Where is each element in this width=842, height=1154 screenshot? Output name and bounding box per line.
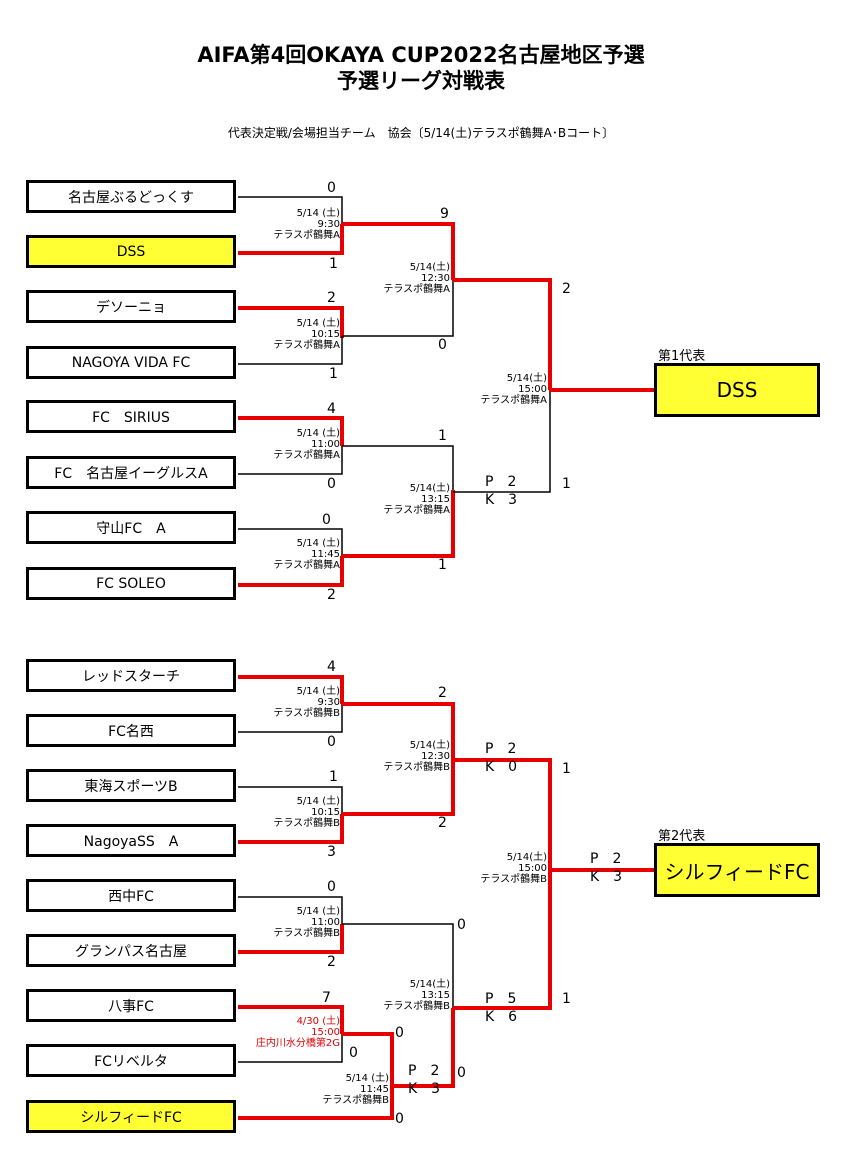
score: 0	[349, 1045, 358, 1061]
pk-score: P 2	[485, 741, 517, 757]
score: 2	[438, 685, 447, 701]
team-name: FC 名古屋イーグルスA	[54, 465, 208, 482]
team-box: FC SIRIUS	[26, 400, 236, 433]
page-subtitle-heading: 予選リーグ対戦表	[337, 69, 505, 93]
team-box: 西中FC	[26, 879, 236, 912]
page-title: AIFA第4回OKAYA CUP2022名古屋地区予選	[197, 43, 645, 67]
team-name: FCリベルタ	[94, 1053, 168, 1070]
venue-note: 代表決定戦/会場担当チーム 協会〔5/14(土)テラスポ鶴舞A･Bコート〕	[227, 126, 615, 140]
team-name: レッドスターチ	[82, 668, 180, 685]
team-box: FC SOLEO	[26, 567, 236, 600]
representative-label: 第1代表	[658, 349, 706, 364]
score: 4	[327, 401, 336, 417]
representative-label: 第2代表	[658, 829, 706, 844]
pk-score: P 5	[485, 991, 517, 1007]
team-name: 東海スポーツB	[84, 778, 178, 795]
team-name: NagoyaSS A	[83, 833, 179, 850]
score: 0	[327, 734, 336, 750]
representative-box: シルフィードFC	[654, 843, 820, 897]
score: 4	[327, 659, 336, 675]
pk-score: K 3	[408, 1081, 441, 1097]
team-box: デソーニョ	[26, 290, 236, 323]
team-box: 八事FC	[26, 989, 236, 1022]
team-name: FC名西	[108, 723, 154, 740]
team-name: シルフィードFC	[80, 1109, 182, 1126]
score: 0	[395, 1025, 404, 1041]
team-box: FC 名古屋イーグルスA	[26, 456, 236, 489]
representative-box: DSS	[654, 363, 820, 417]
pk-score: K 0	[485, 759, 518, 775]
score: 1	[562, 991, 571, 1007]
pk-score: P 2	[485, 474, 517, 490]
team-name: 守山FC A	[96, 520, 166, 537]
team-box: 名古屋ぶるどっくす	[26, 180, 236, 213]
score: 3	[327, 844, 336, 860]
team-name: グランパス名古屋	[75, 943, 187, 960]
team-name: 西中FC	[108, 888, 154, 905]
score: 2	[327, 954, 336, 970]
score: 0	[438, 337, 447, 353]
team-name: デソーニョ	[96, 299, 166, 316]
team-box: FC名西	[26, 714, 236, 747]
score: 9	[440, 206, 449, 222]
pk-score: P 2	[590, 851, 622, 867]
score: 7	[322, 990, 331, 1006]
pk-score: K 3	[590, 869, 623, 885]
score: 1	[562, 476, 571, 492]
team-name: DSS	[116, 243, 146, 260]
pk-score: P 2	[408, 1063, 440, 1079]
score: 2	[327, 290, 336, 306]
team-name: NAGOYA VIDA FC	[71, 354, 191, 371]
representative-team: シルフィードFC	[664, 859, 810, 884]
score: 1	[329, 256, 338, 272]
team-box: NAGOYA VIDA FC	[26, 346, 236, 379]
score: 1	[438, 557, 447, 573]
score: 0	[322, 512, 331, 528]
pk-score: K 6	[485, 1009, 518, 1025]
team-box-winner: DSS	[26, 235, 236, 268]
score: 1	[438, 428, 447, 444]
team-name: 八事FC	[108, 998, 154, 1015]
score: 2	[562, 281, 571, 297]
team-box: レッドスターチ	[26, 659, 236, 692]
team-name: FC SOLEO	[96, 575, 166, 592]
score: 0	[395, 1111, 404, 1127]
score: 2	[438, 815, 447, 831]
team-box: 守山FC A	[26, 511, 236, 544]
team-name: 名古屋ぶるどっくす	[68, 189, 194, 206]
pk-score: K 3	[485, 492, 518, 508]
score: 0	[327, 476, 336, 492]
representative-team: DSS	[716, 378, 758, 402]
score: 0	[457, 917, 466, 933]
team-box: NagoyaSS A	[26, 824, 236, 857]
score: 0	[327, 879, 336, 895]
score: 0	[457, 1065, 466, 1081]
team-name: FC SIRIUS	[92, 409, 170, 426]
score: 1	[329, 769, 338, 785]
score: 2	[327, 587, 336, 603]
score: 0	[327, 180, 336, 196]
score: 1	[562, 761, 571, 777]
score: 1	[329, 366, 338, 382]
team-box: 東海スポーツB	[26, 769, 236, 802]
team-box: FCリベルタ	[26, 1044, 236, 1077]
team-box: グランパス名古屋	[26, 934, 236, 967]
team-box-winner: シルフィードFC	[26, 1100, 236, 1133]
